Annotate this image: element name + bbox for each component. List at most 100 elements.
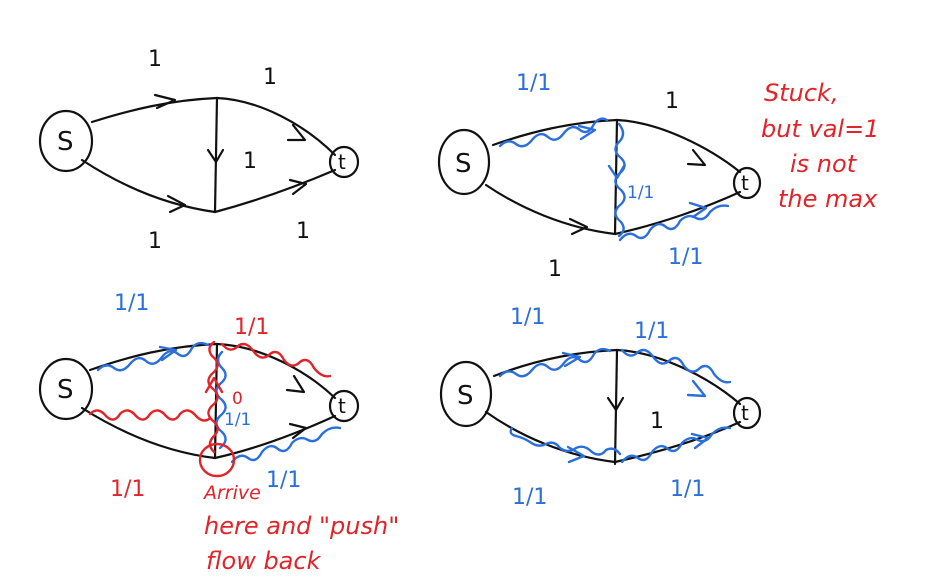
note-line-1: Arrive [202,482,261,504]
edge-label-bottom-t: 1/1 [670,477,705,502]
edge-mid [213,96,219,214]
edge-top-t [215,342,337,400]
arrowhead [166,194,187,214]
note-line-2: but val=1 [761,115,879,143]
arrowhead [286,123,307,142]
edge-s-bottom [484,183,617,236]
edge-label-top-t: 1/1 [234,315,269,340]
edge-mid [613,348,619,466]
edge-label-top-t: 1 [665,89,679,114]
node-s-circle [437,128,491,196]
note-line-3: flow back [206,547,322,575]
edge-label-mid: 1 [650,409,664,434]
node-t-circle [732,166,762,200]
edge-label-bottom-t: 1/1 [668,245,703,270]
node-s-label: S [457,381,474,411]
edge-label-mid: 1/1 [627,183,654,203]
node-t-label: t [338,394,346,418]
node-t: t [328,145,360,179]
arrowhead [688,201,708,219]
node-s-circle [439,360,493,428]
arrowhead [288,178,308,196]
flow-squiggle [88,409,212,422]
edge-s-top [90,96,219,124]
node-t: t [732,396,762,430]
node-s-circle [38,357,94,421]
flow-squiggle [498,347,612,378]
node-s-label: S [57,375,74,405]
arrowhead [204,376,224,394]
node-t-circle [732,396,762,430]
arrowhead [577,124,597,141]
node-s: S [38,357,94,421]
edge-label-s-bottom: 1 [548,257,562,282]
edge-label-mid: 1 [243,149,257,174]
node-t-circle [328,389,360,423]
node-s: S [38,109,94,173]
arrowhead [153,93,177,110]
node-s: S [439,360,493,428]
node-t-label: t [741,401,749,425]
graph-edges [80,342,337,460]
arrowhead [568,217,589,236]
flow-squiggle [509,426,622,456]
arrowhead [561,351,582,368]
flow-squiggle [618,204,730,242]
edge-bottom-t [213,414,337,460]
arrowhead [690,432,710,450]
node-s-label: S [57,127,74,157]
arrowhead [285,374,306,394]
flow-squiggle [215,350,227,450]
graph-edges [80,93,337,214]
flow-path-blue [498,117,730,242]
arrowhead [158,345,178,362]
flow-squiggle [207,340,219,454]
arrowhead [288,422,308,440]
arrowhead [206,148,225,164]
node-t-label: t [338,150,346,174]
edge-top-t [615,118,742,174]
flow-squiggle [230,426,342,464]
edge-top-t [215,96,337,157]
edge-label-mid-extra: 0 [232,389,243,409]
node-t-circle [328,145,360,179]
edge-label-bottom-t: 1 [296,219,310,244]
flow-path-blue [96,341,342,464]
node-s: S [437,128,491,196]
flow-squiggle [614,122,626,238]
edge-label-s-bottom: 1/1 [110,477,145,502]
edge-label-s-top: 1/1 [114,291,149,316]
edge-bottom-t [213,168,337,214]
edge-label-top-t: 1 [263,65,277,90]
annotation-push-back: Arrive here and "push" flow back [202,482,399,575]
node-t: t [732,166,762,200]
flow-path-red [88,340,332,478]
node-t: t [328,389,360,423]
flow-path-blue [498,347,732,464]
arrowhead [566,445,586,464]
panel-bottom-left: S t 1/1 1/1 1/1 0 1/1 1/1 Arrive here an… [38,291,399,575]
edge-top-t [615,348,742,406]
edge-s-bottom [80,406,217,460]
note-line-3: is not [790,150,858,178]
graph-edges [484,118,742,236]
edge-s-top [491,118,619,147]
flow-squiggle [96,341,210,372]
annotation-stuck: Stuck, but val=1 is not the max [761,79,879,213]
node-s-label: S [455,149,472,179]
edge-label-top-t: 1/1 [634,319,669,344]
arrowhead [686,148,707,167]
edge-bottom-t [613,190,742,236]
node-t-label: t [741,171,749,195]
flow-squiggle [220,342,332,378]
note-line-2: here and "push" [204,512,399,540]
arrowhead [607,164,626,180]
arrowhead [606,396,625,412]
edge-label-bottom-t: 1/1 [266,468,301,493]
panel-top-left: S t 1 1 1 1 1 [38,47,360,254]
note-line-1: Stuck, [764,79,839,107]
edge-label-s-bottom: 1/1 [512,485,547,510]
highlight-circle [198,442,236,478]
